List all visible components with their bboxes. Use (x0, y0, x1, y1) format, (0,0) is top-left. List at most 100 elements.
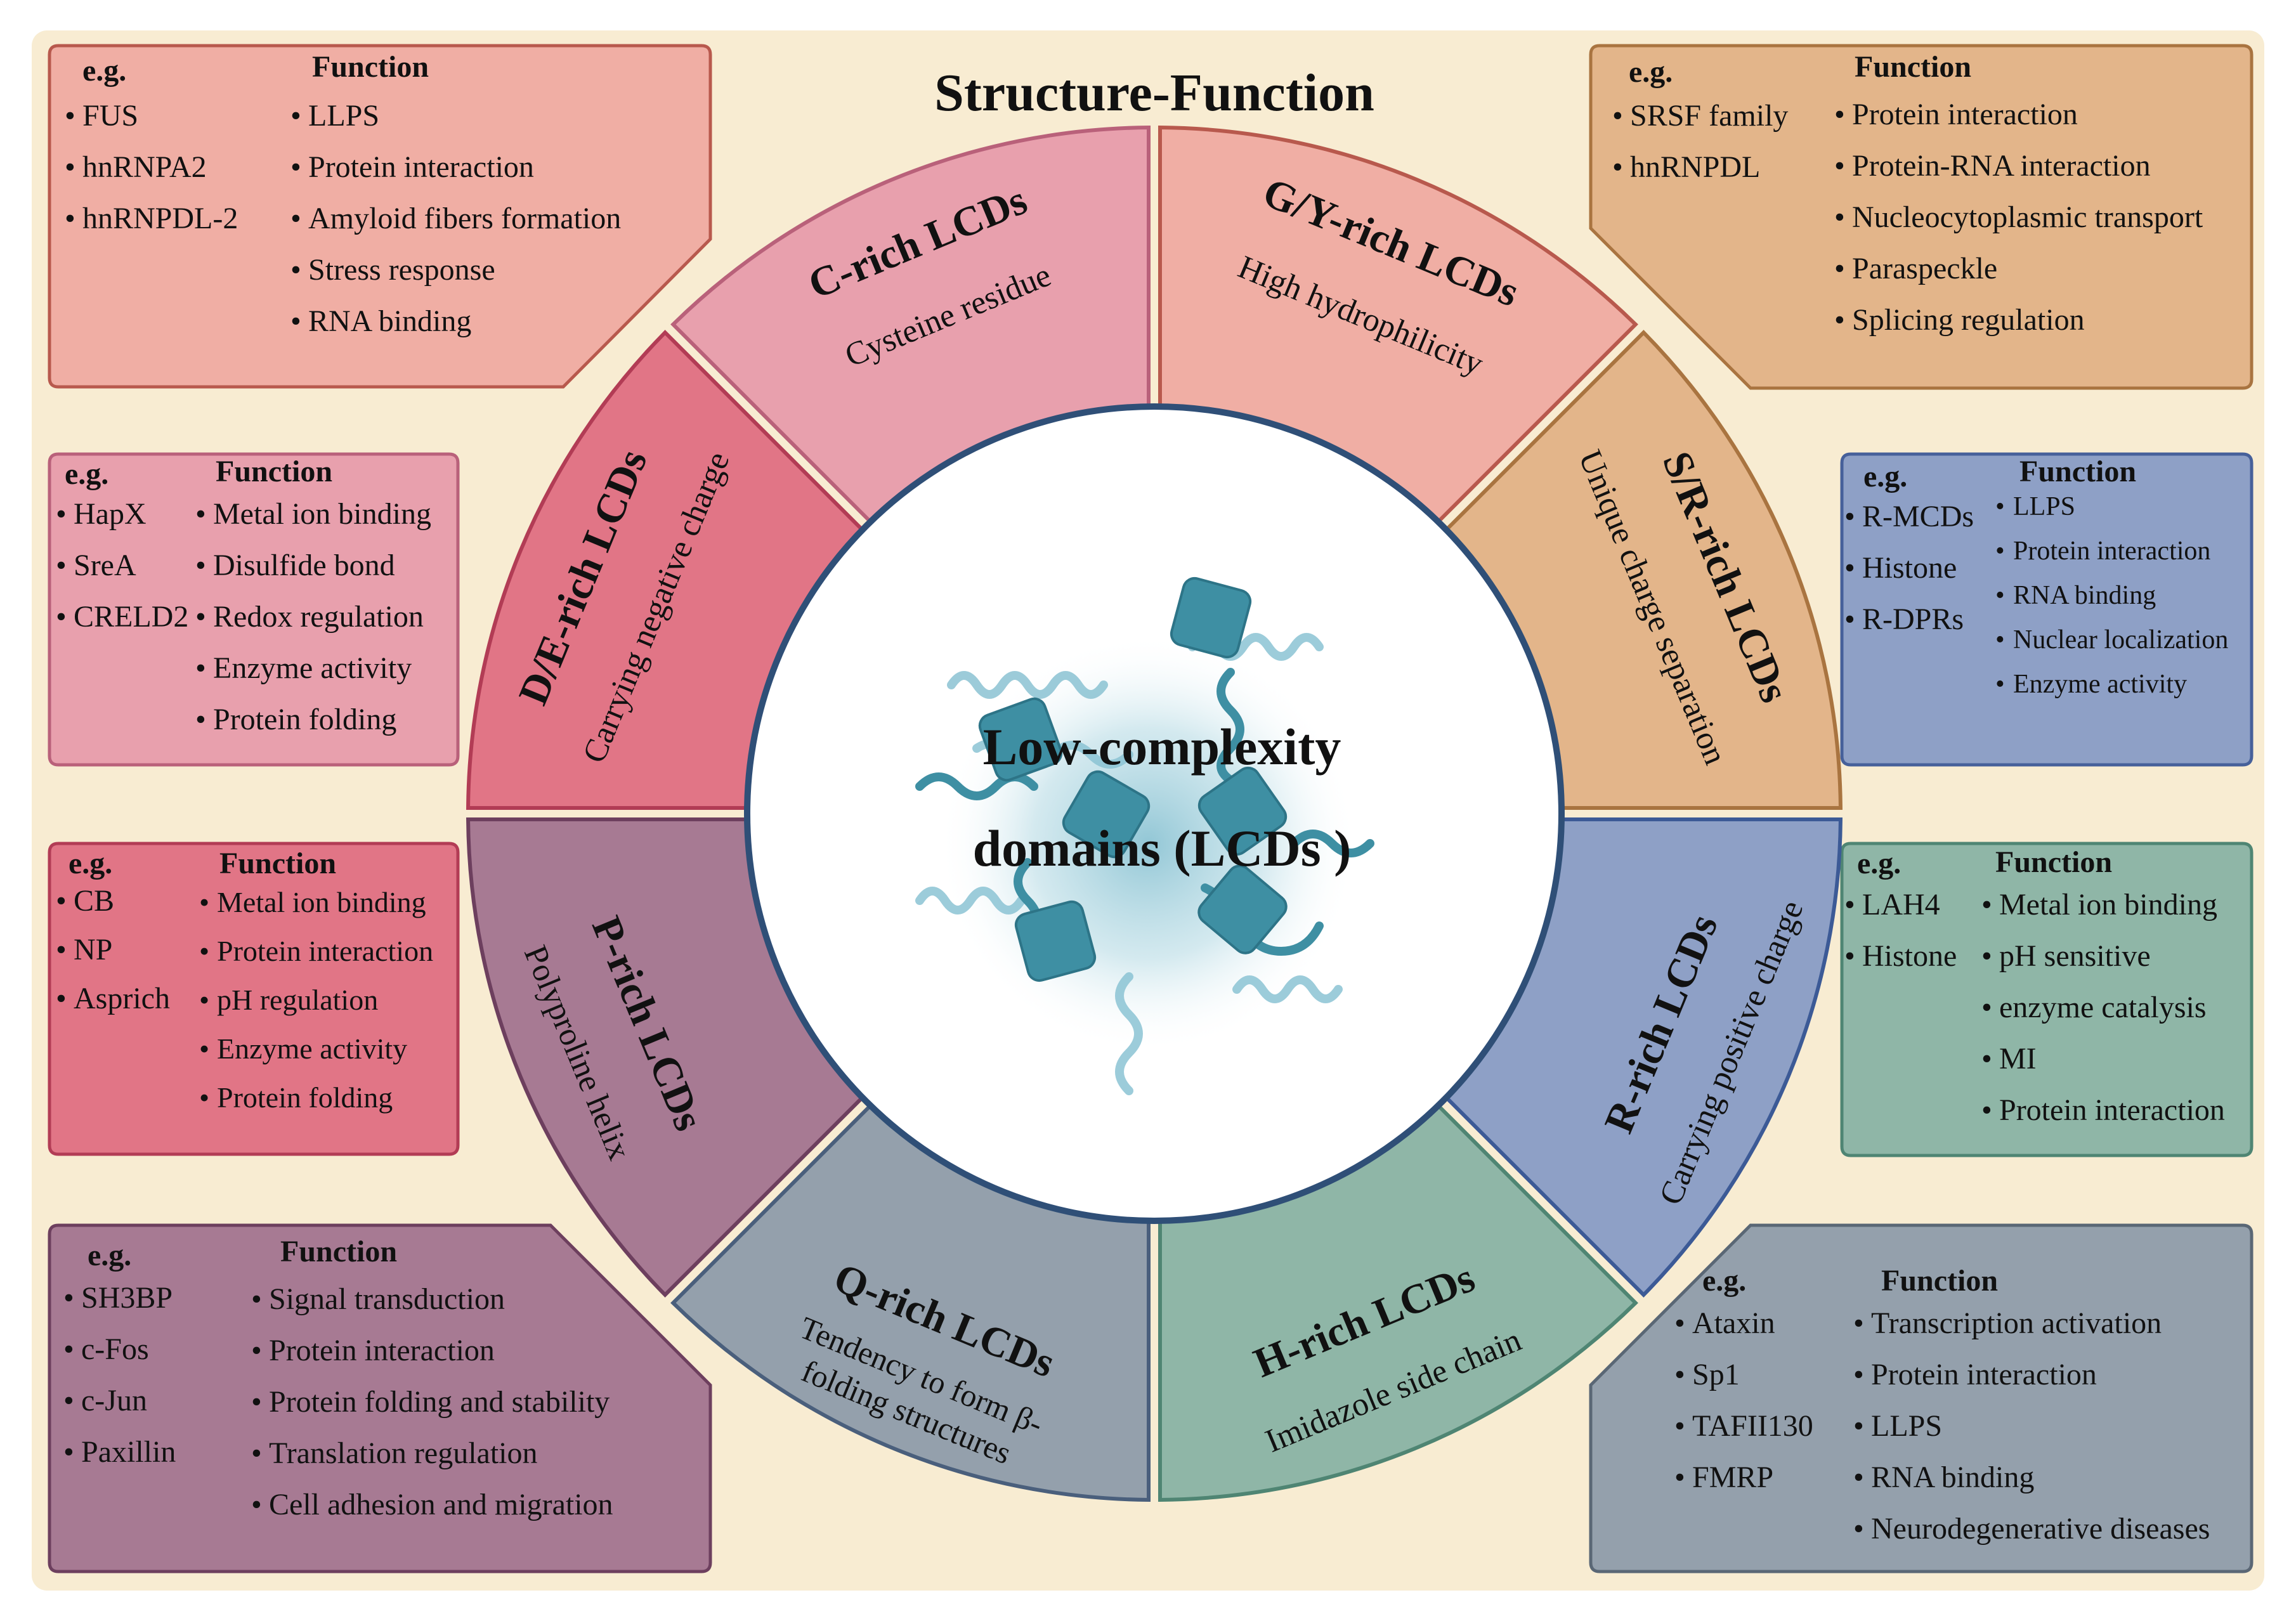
box-sr-function: •Protein-RNA interaction (1834, 140, 2203, 192)
box-sr-example-text: hnRNPDL (1630, 150, 1761, 184)
box-p-example: •SH3BP (63, 1272, 176, 1324)
box-sr-function: •Nucleocytoplasmic transport (1834, 192, 2203, 243)
box-p-example: •c-Fos (63, 1324, 176, 1375)
box-sr-examples: •SRSF family•hnRNPDL (1612, 90, 1788, 193)
box-sr-function-header: Function (1855, 50, 1972, 84)
box-p-function: •Protein interaction (251, 1325, 613, 1376)
box-p-function-header: Function (280, 1235, 398, 1268)
box-de-example-text: CB (74, 884, 115, 918)
helix-strand-2 (915, 887, 1026, 915)
bullet: • (1844, 888, 1855, 921)
bullet: • (1674, 1358, 1685, 1391)
box-sr-function-text: Protein interaction (1852, 98, 2078, 131)
bullet: • (1995, 670, 2005, 699)
box-p-function-text: Translation regulation (269, 1436, 538, 1470)
box-gy-example-text: hnRNPDL-2 (82, 202, 238, 235)
box-gy-function: •Protein interaction (290, 141, 621, 193)
box-p-example-text: c-Jun (81, 1384, 147, 1417)
box-q-examples: •Ataxin•Sp1•TAFII130•FMRP (1674, 1298, 1813, 1503)
box-gy-function: •Stress response (290, 244, 621, 296)
box-sr-eg-header: e.g. (1629, 55, 1673, 89)
box-q-function: •Neurodegenerative diseases (1853, 1503, 2210, 1554)
box-r-eg-header: e.g. (1863, 460, 1908, 493)
box-h-example: •LAH4 (1844, 879, 1957, 930)
box-c-shape (48, 452, 460, 767)
box-p-example-text: c-Fos (81, 1332, 149, 1366)
box-de-function: •Protein folding (199, 1073, 433, 1122)
bullet: • (56, 933, 67, 967)
box-c-example-text: CRELD2 (74, 600, 189, 634)
box-r-example: •Histone (1844, 542, 1974, 594)
box-q-example: •TAFII130 (1674, 1400, 1813, 1452)
box-c-example: •SreA (56, 540, 188, 591)
chain-2 (1216, 668, 1244, 784)
domain-block-4 (1197, 766, 1288, 856)
box-c-function-text: Enzyme activity (213, 651, 412, 685)
figure-title: Structure-Function (934, 63, 1374, 122)
bullet: • (290, 202, 301, 235)
bullet: • (1981, 888, 1992, 921)
box-c-function: •Disulfide bond (195, 540, 431, 591)
center-label-line-2: domains (LCDs ) (973, 819, 1352, 877)
box-q-example-text: TAFII130 (1692, 1409, 1813, 1443)
box-h-rich: e.g. Function •LAH4•Histone •Metal ion b… (1840, 842, 2254, 1157)
box-h-example-text: Histone (1862, 939, 1957, 973)
helix-strand-1 (947, 671, 1108, 699)
box-sr-function-text: Nucleocytoplasmic transport (1852, 200, 2203, 234)
box-de-example: •CB (56, 876, 170, 925)
box-gy-function: •RNA binding (290, 296, 621, 347)
bullet: • (1834, 303, 1845, 337)
bullet: • (1834, 149, 1845, 183)
bullet: • (1853, 1512, 1864, 1546)
box-gy-function: •LLPS (290, 90, 621, 141)
helix-strand-5 (1115, 972, 1143, 1095)
bullet: • (1981, 939, 1992, 973)
box-p-function: •Signal transduction (251, 1273, 613, 1325)
bullet: • (63, 1332, 74, 1366)
bullet: • (1674, 1306, 1685, 1340)
bullet: • (65, 150, 75, 184)
box-h-function-text: MI (1999, 1042, 2037, 1076)
box-h-function-header: Function (1995, 845, 2113, 879)
box-q-functions: •Transcription activation•Protein intera… (1853, 1298, 2210, 1554)
box-de-example-text: NP (74, 933, 113, 967)
box-c-example-text: SreA (74, 549, 136, 582)
bullet: • (199, 935, 210, 967)
bullet: • (195, 549, 206, 582)
bullet: • (1844, 939, 1855, 973)
box-sr-shape (1589, 44, 2254, 390)
box-gy-example-text: hnRNPA2 (82, 150, 207, 184)
bullet: • (1834, 200, 1845, 234)
box-de-function-text: Metal ion binding (217, 886, 426, 918)
box-p-function-text: Protein interaction (269, 1334, 495, 1367)
bullet: • (1995, 625, 2005, 654)
bullet: • (290, 304, 301, 338)
box-q-eg-header: e.g. (1702, 1264, 1747, 1298)
box-de-function-text: Protein folding (217, 1081, 393, 1114)
box-q-function-text: Transcription activation (1871, 1306, 2162, 1340)
box-c-function-text: Disulfide bond (213, 549, 395, 582)
box-h-function: •enzyme catalysis (1981, 982, 2225, 1033)
box-c-example-text: HapX (74, 497, 147, 531)
box-r-function: •Nuclear localization (1995, 618, 2228, 662)
box-de-example-text: Asprich (74, 982, 170, 1015)
bullet: • (199, 1081, 210, 1114)
box-c-function-header: Function (216, 455, 333, 488)
bullet: • (56, 549, 67, 582)
box-h-eg-header: e.g. (1857, 847, 1901, 880)
bullet: • (56, 982, 67, 1015)
bullet: • (1844, 551, 1855, 585)
box-sr-function-text: Paraspeckle (1852, 252, 1998, 285)
bullet: • (195, 703, 206, 736)
bullet: • (1981, 991, 1992, 1024)
box-sr-function-text: Protein-RNA interaction (1852, 149, 2151, 183)
bullet: • (1853, 1306, 1864, 1340)
bullet: • (1612, 150, 1623, 184)
bullet: • (1853, 1409, 1864, 1443)
bullet: • (1995, 581, 2005, 610)
box-c-function: •Redox regulation (195, 591, 431, 642)
box-q-function: •Protein interaction (1853, 1349, 2210, 1400)
box-p-example: •Paxillin (63, 1426, 176, 1478)
box-gy-eg-header: e.g. (82, 54, 127, 88)
